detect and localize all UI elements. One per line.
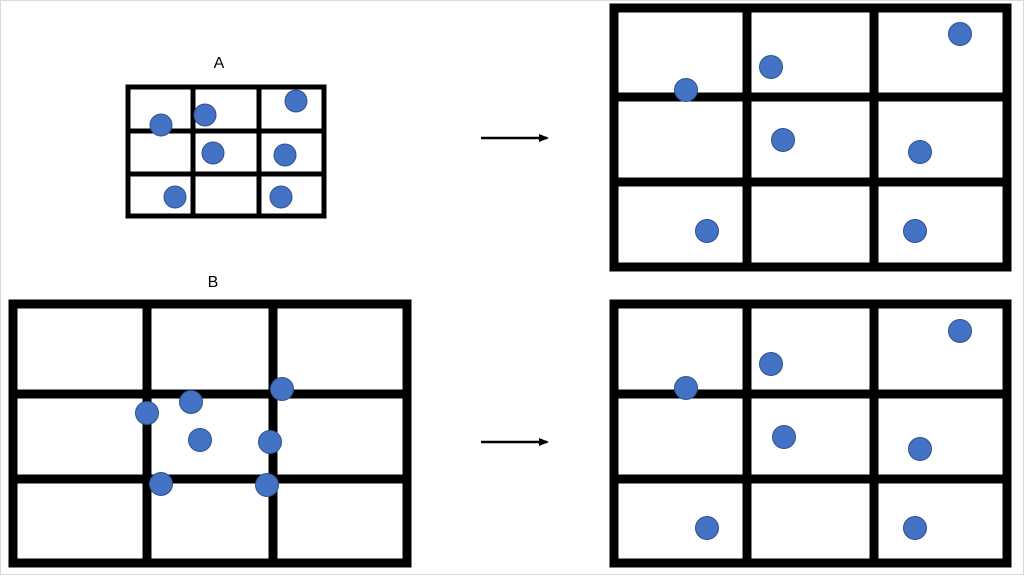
grid-b-source-dot-6: [149, 472, 173, 496]
panel-label-a: A: [213, 55, 225, 72]
grid-b-target-dot-7: [903, 516, 927, 540]
grid-b-source-dot-7: [255, 473, 279, 497]
grid-b-source-dot-3: [270, 377, 294, 401]
grid-a-target: [609, 3, 1012, 272]
grid-a-source-dot-7: [269, 185, 293, 209]
grid-a-source-dot-3: [284, 89, 308, 113]
grid-b-target-dot-3: [948, 319, 972, 343]
grid-a-target-dot-6: [695, 219, 719, 243]
grid-a-target-dot-5: [908, 140, 932, 164]
grid-a-target-dots: [674, 22, 972, 243]
grid-a-source-dot-5: [273, 143, 297, 167]
grid-b-target-dot-5: [908, 437, 932, 461]
grid-a-target-dot-3: [948, 22, 972, 46]
grid-a-source-dot-2: [193, 103, 217, 127]
grid-b-source-dot-5: [258, 430, 282, 454]
grid-b-target-dot-6: [695, 516, 719, 540]
grid-a-target-dot-7: [903, 219, 927, 243]
grid-a-target-dot-4: [771, 128, 795, 152]
grid-b-source-dots: [135, 377, 294, 497]
grid-a-source-dot-4: [201, 141, 225, 165]
grid-a-source-dot-1: [149, 113, 173, 137]
grid-b-target: [609, 299, 1012, 568]
grid-b-target-dots: [674, 319, 972, 540]
grid-a-source-dots: [149, 89, 308, 209]
grid-b-target-dot-1: [674, 376, 698, 400]
grid-a-source-dot-6: [163, 185, 187, 209]
grid-b-target-border: [609, 299, 1012, 568]
panel-label-b: B: [207, 274, 219, 291]
grid-b-source-dot-2: [179, 390, 203, 414]
grid-b-target-dot-4: [772, 425, 796, 449]
grid-b-source-dot-4: [188, 428, 212, 452]
grid-b-source-dot-1: [135, 401, 159, 425]
grid-a-target-dot-2: [759, 55, 783, 79]
grid-a-target-border: [609, 3, 1012, 272]
grid-a-target-dot-1: [674, 78, 698, 102]
grid-b-target-dot-2: [759, 352, 783, 376]
